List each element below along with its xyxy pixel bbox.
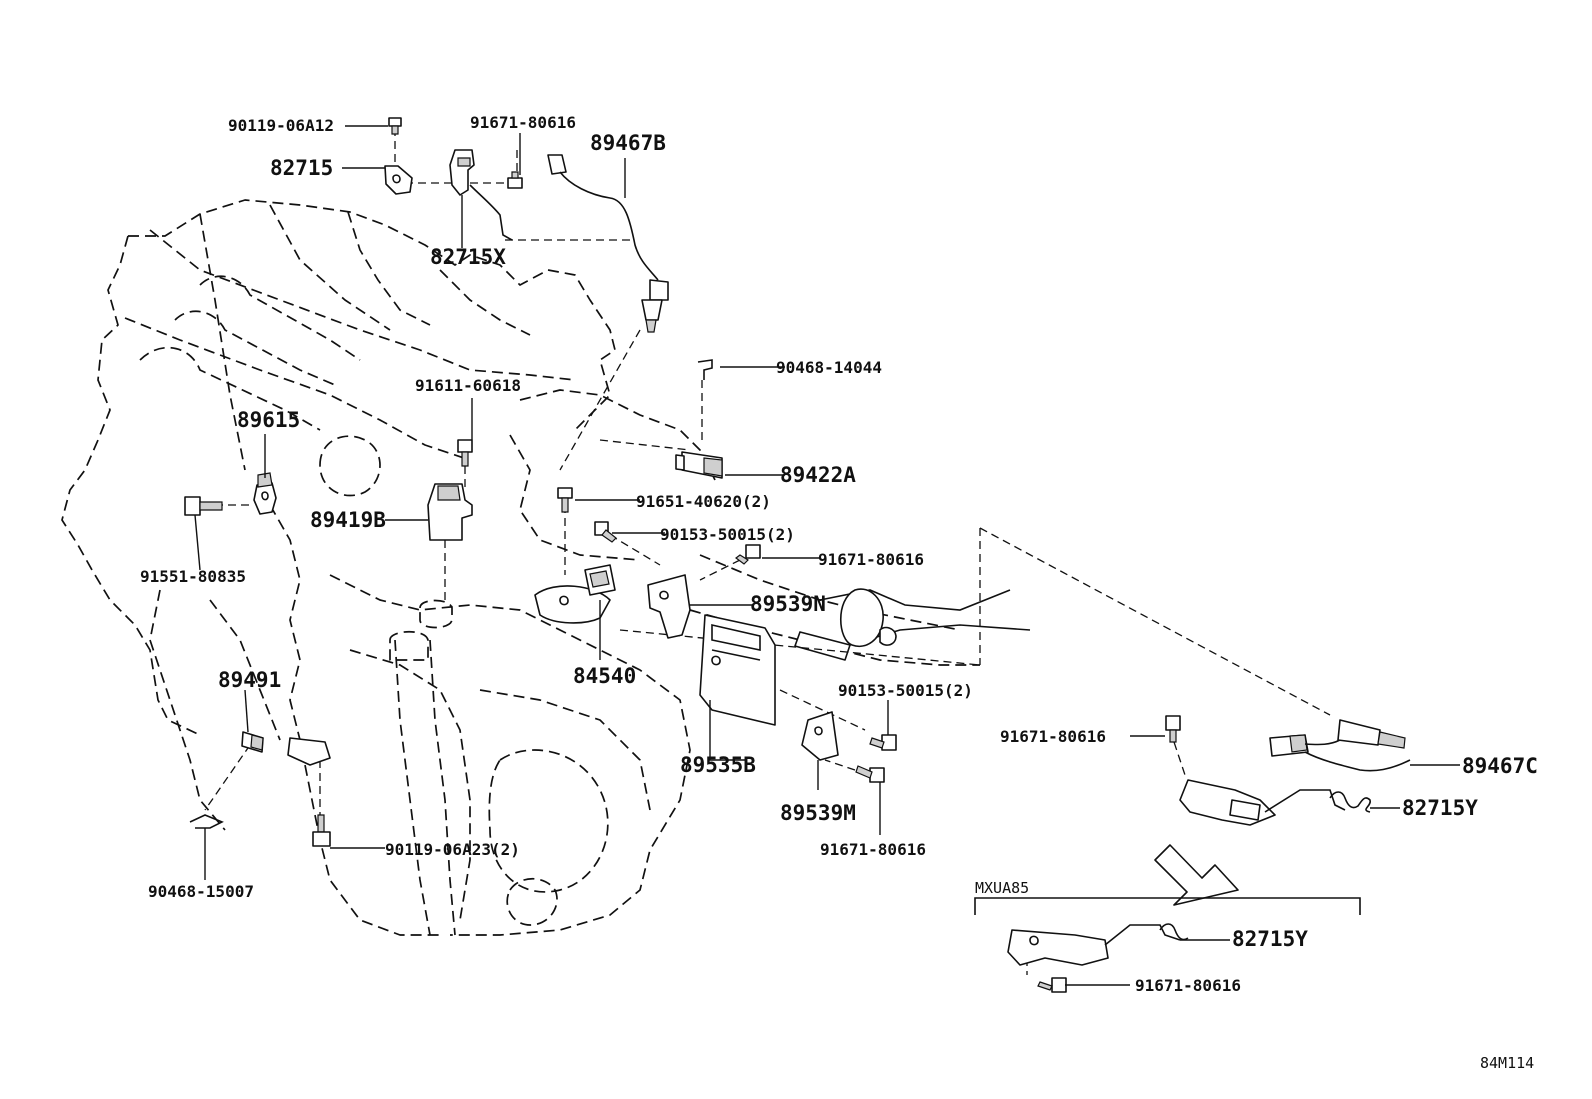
part-label-89419b: 89419B (310, 508, 386, 532)
part-label-91671-80616-right: 91671-80616 (818, 550, 924, 569)
bracket-icon (801, 711, 839, 761)
assembly-dashed-lines (204, 128, 1331, 975)
part-label-89535b: 89535B (680, 753, 756, 777)
part-label-91671-80616: 91671-80616 (470, 113, 576, 132)
variant-box (974, 897, 1361, 915)
drive-axle (794, 588, 1031, 661)
variant-label: MXUA85 (975, 879, 1029, 897)
part-label-91671-80616-variant: 91671-80616 (1135, 976, 1241, 995)
part-label-89539m: 89539M (780, 801, 856, 825)
bolt-icon (457, 439, 473, 467)
part-label-90153-50015-2-upper: 90153-50015(2) (660, 525, 795, 544)
part-label-90468-14044: 90468-14044 (776, 358, 882, 377)
part-labels: 90119-06A12 91671-80616 89467B 82715 827… (140, 113, 1538, 1072)
part-label-89539n: 89539N (750, 592, 826, 616)
diagram-code: 84M114 (1480, 1054, 1534, 1072)
clip-icon (697, 359, 713, 380)
part-label-82715y-variant: 82715Y (1232, 927, 1308, 951)
part-label-82715: 82715 (270, 156, 333, 180)
oxygen-sensor-icon (1269, 719, 1411, 772)
part-label-89467c: 89467C (1462, 754, 1538, 778)
part-label-82715y: 82715Y (1402, 796, 1478, 820)
bolt-icon (1037, 977, 1067, 993)
part-label-90119-06a23-2: 90119-06A23(2) (385, 840, 520, 859)
bolt-icon (312, 814, 331, 847)
ecu-icon (699, 614, 776, 726)
bracket-icon (647, 574, 691, 639)
bolt-icon (507, 171, 523, 189)
bolt-icon (594, 521, 617, 543)
part-label-89422a: 89422A (780, 463, 856, 487)
neutral-switch-icon (534, 564, 616, 624)
part-label-82715x: 82715X (430, 245, 506, 269)
bolt-icon (869, 734, 897, 751)
part-label-90153-50015-2-lower: 90153-50015(2) (838, 681, 973, 700)
part-label-91671-80616-right-sensor: 91671-80616 (1000, 727, 1106, 746)
sensor-harness-icon (1179, 779, 1371, 826)
part-label-90468-15007: 90468-15007 (148, 882, 254, 901)
arrow-icon (1154, 844, 1239, 906)
oxygen-sensor-icon (547, 154, 669, 333)
part-label-91611-60618: 91611-60618 (415, 376, 521, 395)
leader-lines (194, 125, 1460, 986)
part-label-84540: 84540 (573, 664, 636, 688)
part-label-89467b: 89467B (590, 131, 666, 155)
bolt-icon (388, 117, 402, 135)
part-label-90119-06a12: 90119-06A12 (228, 116, 334, 135)
bolt-icon (557, 487, 573, 513)
bracket-icon (384, 165, 413, 195)
part-label-91671-80616-lower: 91671-80616 (820, 840, 926, 859)
sensor-harness-icon (1007, 923, 1189, 966)
temperature-sensor-icon (675, 451, 723, 479)
bolt-icon (735, 544, 761, 565)
bolt-icon (1165, 715, 1181, 743)
speed-sensor-icon (449, 149, 513, 241)
part-label-91551-80835: 91551-80835 (140, 567, 246, 586)
part-label-91651-40620-2: 91651-40620(2) (636, 492, 771, 511)
knock-sensor-icon (253, 472, 277, 515)
bolt-icon (184, 496, 223, 516)
part-label-89491: 89491 (218, 668, 281, 692)
part-label-89615: 89615 (237, 408, 300, 432)
bolt-icon (855, 765, 885, 783)
speed-sensor-icon (241, 731, 331, 766)
position-sensor-icon (427, 483, 473, 541)
